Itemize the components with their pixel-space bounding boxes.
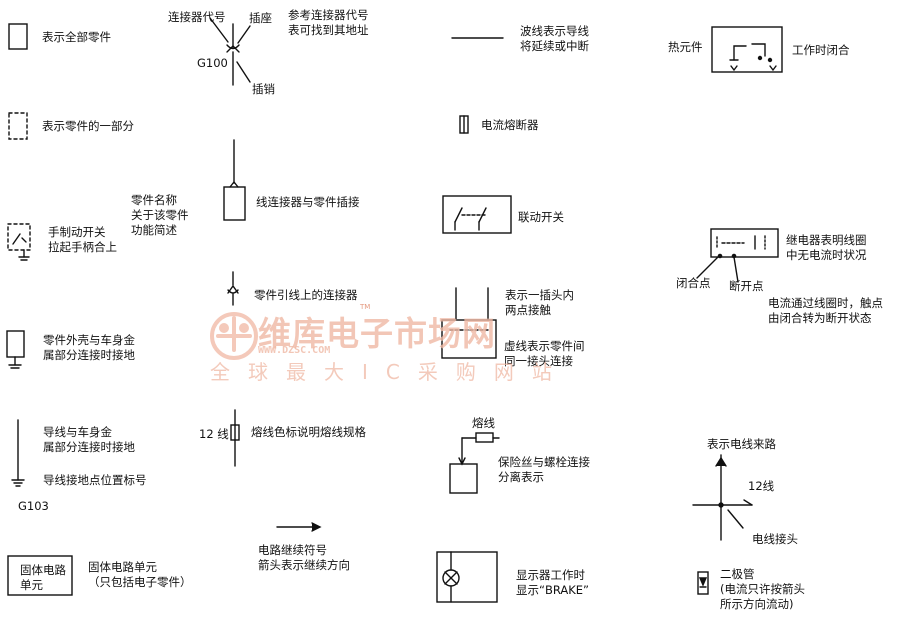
watermark-url: WWW.DZSC.COM [258, 345, 331, 356]
connector-symbol [209, 17, 251, 86]
label-whole-part: 表示全部零件 [42, 30, 111, 44]
label-linked-switch: 联动开关 [518, 210, 564, 224]
label-wire-12b: 12线 [748, 479, 775, 493]
label-wavy-wire: 波线表示导线 将延续或中断 [520, 24, 589, 53]
label-diode: 二极管 (电流只许按箭头 所示方向流动) [720, 567, 805, 611]
label-g103: G103 [18, 499, 49, 513]
label-wire-12: 12 线 [199, 427, 229, 441]
label-solid-unit-box: 固体电路 单元 [20, 563, 66, 592]
label-two-contacts: 表示一插头内 两点接触 [505, 288, 574, 317]
manual-switch-symbol [7, 223, 31, 261]
label-fusible-link: 熔线 [472, 416, 495, 430]
watermark-slogan: 全球最大IC采购网站 [210, 360, 570, 384]
partial-part-symbol [8, 112, 28, 140]
whole-part-symbol [8, 23, 28, 50]
label-socket: 插座 [249, 11, 272, 25]
label-solid-unit-desc: 固体电路单元 （只包括电子零件） [88, 560, 192, 589]
label-relay-current: 电流通过线圈时，触点 由闭合转为断开状态 [768, 296, 883, 325]
fuse-bolt-symbol [449, 432, 500, 494]
label-heat-element: 热元件 [668, 40, 703, 54]
diode-symbol [697, 571, 709, 595]
label-ref-connector: 参考连接器代号 表可找到其地址 [288, 8, 369, 37]
label-closed-point: 闭合点 [676, 276, 711, 290]
fusible-link-symbol [230, 409, 240, 467]
label-pin: 插销 [252, 82, 275, 96]
label-dashed-parts: 虚线表示零件间 同一接头连接 [504, 339, 585, 368]
heat-element-symbol [711, 26, 783, 73]
label-case-ground: 零件外壳与车身金 属部分连接时接地 [43, 333, 135, 362]
watermark-tm: TM [360, 303, 371, 311]
label-g100: G100 [197, 56, 228, 70]
label-fuse-bolt: 保险丝与螺栓连接 分离表示 [498, 455, 590, 484]
label-fusible-link-color: 熔线色标说明熔线规格 [251, 425, 366, 439]
label-ground-point-no: 导线接地点位置标号 [43, 473, 147, 487]
continuation-arrow [276, 522, 322, 532]
indicator-symbol [436, 551, 498, 603]
label-part-of-part: 表示零件的一部分 [42, 119, 134, 133]
label-relay-desc: 继电器表明线圈 中无电流时状况 [786, 233, 867, 262]
label-continuation: 电路继续符号 箭头表示继续方向 [258, 543, 350, 572]
label-wire-source: 表示电线来路 [707, 437, 776, 451]
label-wire-joint: 电线接头 [752, 532, 798, 546]
solid-unit-box [7, 555, 73, 596]
label-indicator: 显示器工作时 显示“BRAKE” [516, 568, 590, 597]
label-lead-connector: 零件引线上的连接器 [254, 288, 358, 302]
label-wire-body-ground: 导线与车身金 属部分连接时接地 [43, 425, 135, 454]
two-contacts-symbol [441, 287, 497, 359]
current-fuse-symbol [459, 115, 469, 134]
label-current-fuse: 电流熔断器 [481, 118, 539, 132]
label-closed-when-working: 工作时闭合 [792, 43, 850, 57]
label-part-name: 零件名称 关于该零件 功能简述 [131, 193, 189, 237]
wire-joint-symbol [692, 454, 753, 541]
watermark-logo [210, 312, 258, 360]
label-wire-connector-plug: 线连接器与零件插接 [256, 195, 360, 209]
lead-connector-symbol [227, 271, 239, 306]
watermark-brand: 维库电子市场网 [258, 314, 496, 353]
label-manual-switch: 手制动开关 拉起手柄合上 [48, 225, 117, 254]
label-open-point: 断开点 [729, 279, 764, 293]
linked-switch-symbol [442, 195, 512, 234]
part-name-connector [223, 139, 246, 221]
relay-symbol [696, 228, 779, 283]
wire-body-ground-symbol [11, 419, 25, 487]
case-ground-symbol [6, 330, 25, 369]
label-connector-code: 连接器代号 [168, 10, 226, 24]
